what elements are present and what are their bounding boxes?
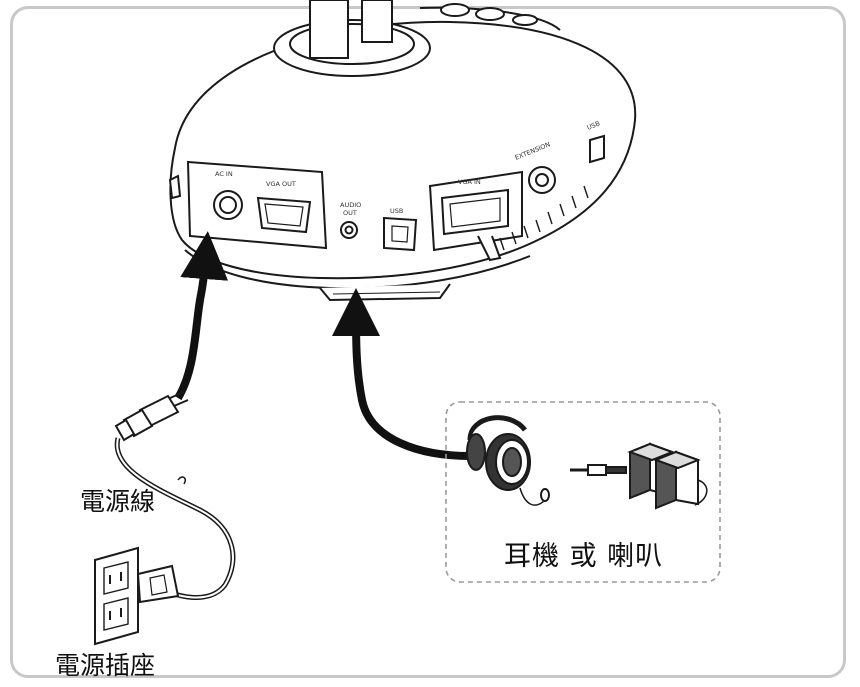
port-label-audio-out-2: OUT [343, 209, 357, 217]
headphones-icon [466, 415, 550, 506]
power-plug-icon [114, 391, 189, 442]
port-label-usb: USB [390, 207, 403, 215]
audio-device-inset [445, 401, 721, 583]
wall-outlet-icon [94, 546, 180, 646]
audio-devices-label: 耳機 或 喇叭 [504, 541, 664, 572]
arrow-audio [332, 288, 471, 460]
speakers-icon [627, 442, 708, 510]
audio-jack-icon [570, 464, 627, 476]
power-outlet-label: 電源插座 [55, 651, 156, 680]
port-label-vga-in: VGA IN [458, 178, 481, 186]
power-cord-label: 電源線 [80, 487, 156, 516]
port-label-audio-out-1: AUDIO [340, 201, 361, 209]
arrow-power [174, 231, 229, 401]
port-label-ac-in: AC IN [215, 170, 233, 178]
document-camera-base-icon [168, 0, 637, 302]
port-label-vga-out: VGA OUT [266, 180, 296, 188]
